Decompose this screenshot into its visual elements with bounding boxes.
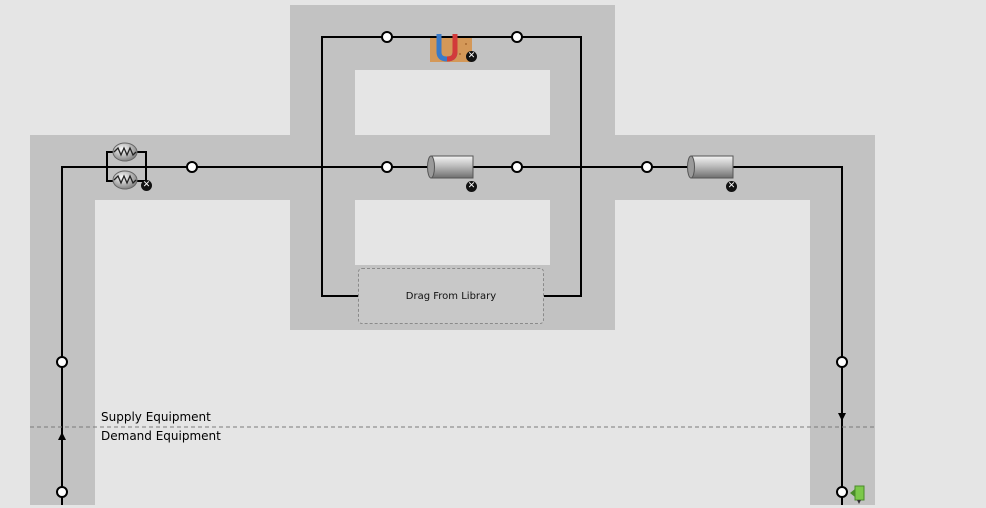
remove-component-icon[interactable]: ✕ (466, 51, 477, 62)
branch-band-hole-top (355, 70, 550, 135)
node[interactable] (836, 356, 848, 368)
remove-component-icon[interactable]: ✕ (726, 181, 737, 192)
node[interactable] (186, 161, 198, 173)
node[interactable] (381, 31, 393, 43)
node[interactable] (511, 31, 523, 43)
branch-band-hole-bottom (355, 200, 550, 265)
supply-equipment-label: Supply Equipment (101, 410, 211, 424)
ground-heat-exchanger-icon[interactable] (430, 32, 472, 62)
node[interactable] (381, 161, 393, 173)
drag-from-library-dropzone[interactable]: Drag From Library (358, 268, 544, 324)
pipe-icon[interactable] (427, 155, 477, 179)
pipe-icon[interactable] (687, 155, 737, 179)
remove-component-icon[interactable]: ✕ (466, 181, 477, 192)
setpoint-manager-icon[interactable] (849, 484, 865, 504)
demand-equipment-label: Demand Equipment (101, 429, 221, 443)
flow-arrow-up-icon (58, 432, 66, 440)
node[interactable] (56, 486, 68, 498)
remove-component-icon[interactable]: ✕ (141, 180, 152, 191)
node[interactable] (641, 161, 653, 173)
node[interactable] (836, 486, 848, 498)
flow-arrow-down-icon (838, 413, 846, 421)
node[interactable] (511, 161, 523, 173)
heater-icon[interactable] (111, 141, 139, 191)
dropzone-label: Drag From Library (405, 290, 497, 302)
node[interactable] (56, 356, 68, 368)
